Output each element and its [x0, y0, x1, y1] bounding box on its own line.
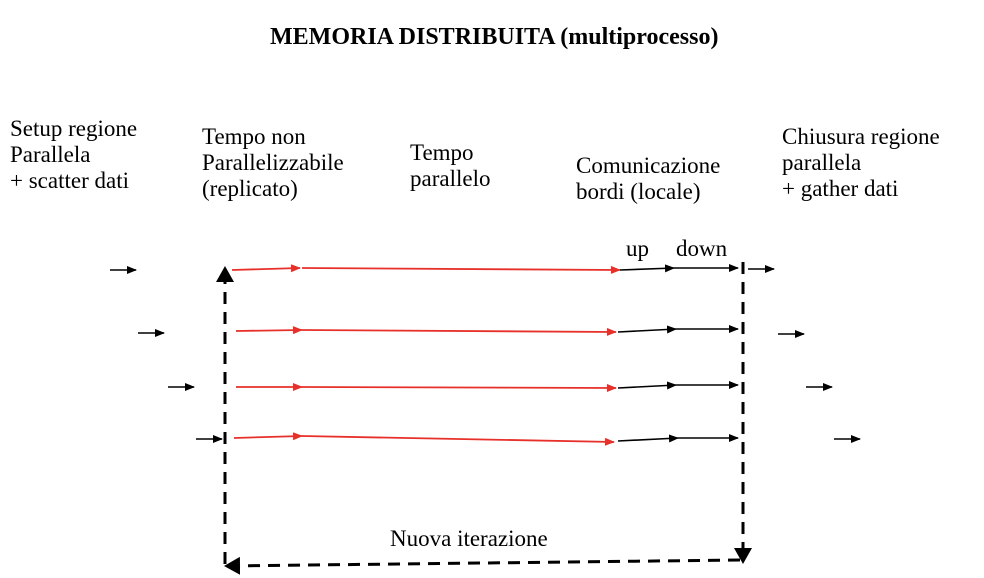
up-arrow-3 — [617, 381, 677, 390]
closing-label-line-3: + gather dati — [782, 176, 899, 201]
non-parallel-arrow-4 — [233, 432, 303, 441]
closing-label-line-1: Chiusura regione — [782, 124, 940, 149]
parallel-arrow-2 — [301, 327, 617, 336]
setup-label-line-3: + scatter dati — [10, 168, 129, 193]
communication-label-line-2: bordi (locale) — [576, 179, 701, 204]
up-label: up — [626, 236, 649, 261]
closing-label: Chiusura regione parallela + gather dati — [782, 124, 940, 202]
non-parallel-label: Tempo non Parallelizzabile (replicato) — [202, 124, 344, 202]
parallel-label-line-1: Tempo — [410, 140, 474, 165]
up-arrow-2 — [617, 325, 677, 334]
setup-label: Setup regione Parallela + scatter dati — [10, 116, 137, 194]
up-arrow-4 — [617, 434, 679, 443]
non-parallel-label-line-2: Parallelizzabile — [202, 150, 344, 175]
setup-label-line-2: Parallela — [10, 142, 91, 167]
loop-bottom-left-arrow — [224, 556, 741, 575]
closing-label-line-2: parallela — [782, 150, 862, 175]
diagram-title: MEMORIA DISTRIBUITA (multiprocesso) — [270, 24, 719, 50]
down-label: down — [676, 236, 728, 261]
non-parallel-arrow-1 — [231, 264, 301, 273]
non-parallel-label-line-1: Tempo non — [202, 124, 306, 149]
setup-label-line-1: Setup regione — [10, 116, 138, 141]
parallel-label-line-2: parallelo — [410, 166, 491, 191]
non-parallel-label-line-3: (replicato) — [202, 176, 298, 201]
communication-label: Comunicazione bordi (locale) — [576, 153, 720, 205]
parallel-label: Tempo parallelo — [410, 140, 490, 192]
communication-label-line-1: Comunicazione — [576, 153, 721, 178]
up-arrow-1 — [619, 264, 675, 273]
non-parallel-arrow-2 — [235, 326, 303, 335]
parallel-arrow-4 — [301, 435, 615, 446]
parallel-arrow-3 — [301, 383, 617, 392]
parallel-arrow-1 — [301, 265, 621, 274]
loop-label: Nuova iterazione — [390, 526, 548, 551]
